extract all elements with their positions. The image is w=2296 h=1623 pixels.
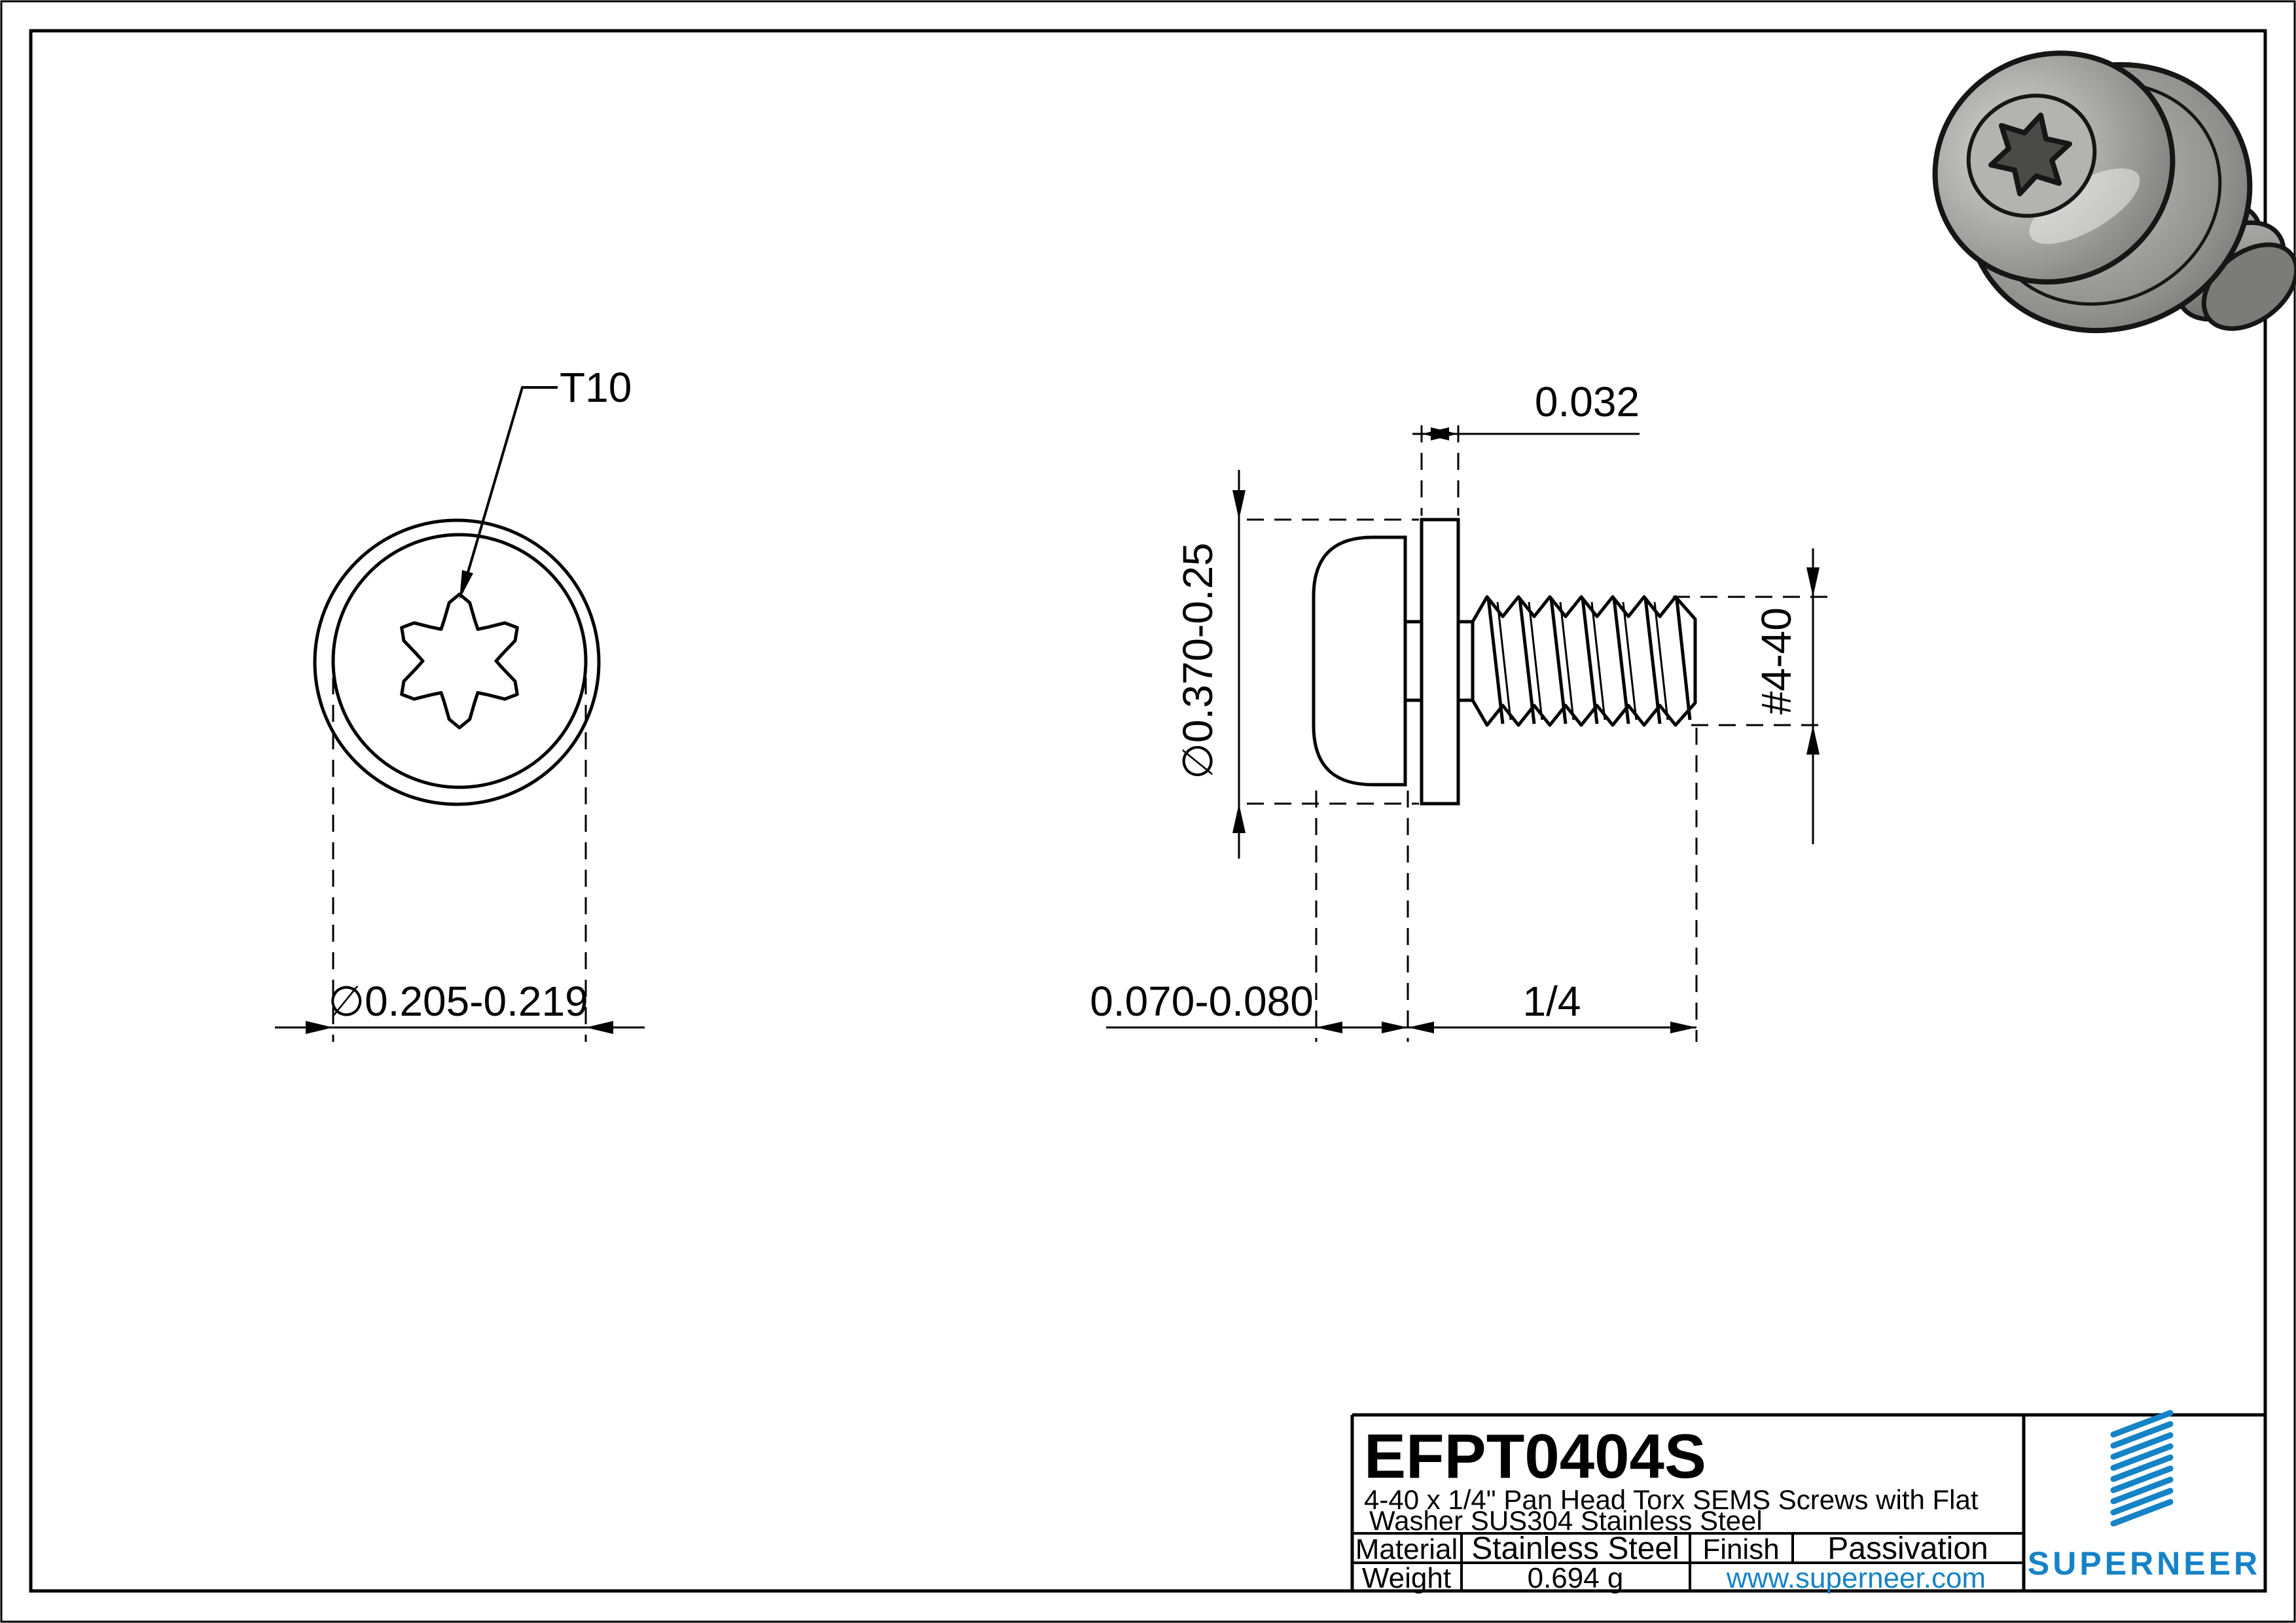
weight-label: Weight — [1362, 1562, 1451, 1594]
thread-flank-lines — [1486, 597, 1692, 724]
side-view — [1106, 425, 1827, 1042]
material-label: Material — [1355, 1533, 1458, 1565]
washer-outline-circle — [313, 518, 601, 806]
head-highlight — [2029, 168, 2140, 244]
dim-thread-size: #4-40 — [1753, 607, 1800, 715]
finish-value: Passivation — [1827, 1531, 1988, 1566]
description-line-1: 4-40 x 1/4" Pan Head Torx SEMS Screws wi… — [1364, 1484, 1979, 1515]
description-line-2: Washer SUS304 Stainless Steel — [1369, 1505, 1763, 1536]
superneer-logo-icon — [2110, 1410, 2174, 1527]
dim-washer-diameter: ∅0.370-0.25 — [1174, 543, 1221, 779]
arrowhead — [1806, 725, 1820, 755]
t10-leader-line — [461, 386, 558, 593]
arrowhead — [1806, 567, 1820, 597]
head-outline-circle — [331, 533, 588, 789]
arrowhead — [1232, 804, 1246, 833]
dim-head-height: 0.070-0.080 — [1090, 978, 1314, 1025]
arrowhead — [1232, 490, 1246, 520]
title-block — [1350, 1413, 2265, 1591]
flat-washer-profile — [1420, 518, 1460, 806]
finish-label: Finish — [1702, 1533, 1779, 1565]
front-view — [275, 386, 645, 1042]
arrowhead — [1431, 427, 1458, 440]
arrowhead — [1670, 1022, 1696, 1033]
brand-wordmark: SUPERNEER — [2028, 1545, 2261, 1582]
thread-flank-thin-lines — [1496, 601, 1669, 721]
arrowhead — [1316, 1022, 1342, 1033]
arrowhead — [1408, 1022, 1434, 1033]
drawing-frame — [29, 29, 2267, 1593]
arrowhead — [1382, 1022, 1408, 1033]
dim-thread-length: 1/4 — [1523, 978, 1581, 1025]
part-number: EFPT0404S — [1364, 1421, 1706, 1491]
pan-head-profile — [1312, 535, 1407, 787]
t10-leader-arrowhead — [459, 570, 473, 599]
arrowhead — [586, 1021, 613, 1034]
material-value: Stainless Steel — [1471, 1531, 1679, 1566]
dim-torx-size: T10 — [560, 364, 632, 411]
dim-washer-thickness: 0.032 — [1535, 378, 1640, 425]
screw-3d-preview — [1932, 50, 2296, 334]
weight-value: 0.694 g — [1528, 1562, 1624, 1594]
dim-head-diameter: ∅0.205-0.219 — [328, 978, 588, 1025]
arrowhead — [306, 1021, 333, 1034]
torx-recess-3d — [1988, 113, 2072, 196]
torx-recess-outline — [400, 592, 519, 730]
thread-profile — [1471, 595, 1697, 727]
website-link[interactable]: www.superneer.com — [1726, 1562, 1986, 1594]
